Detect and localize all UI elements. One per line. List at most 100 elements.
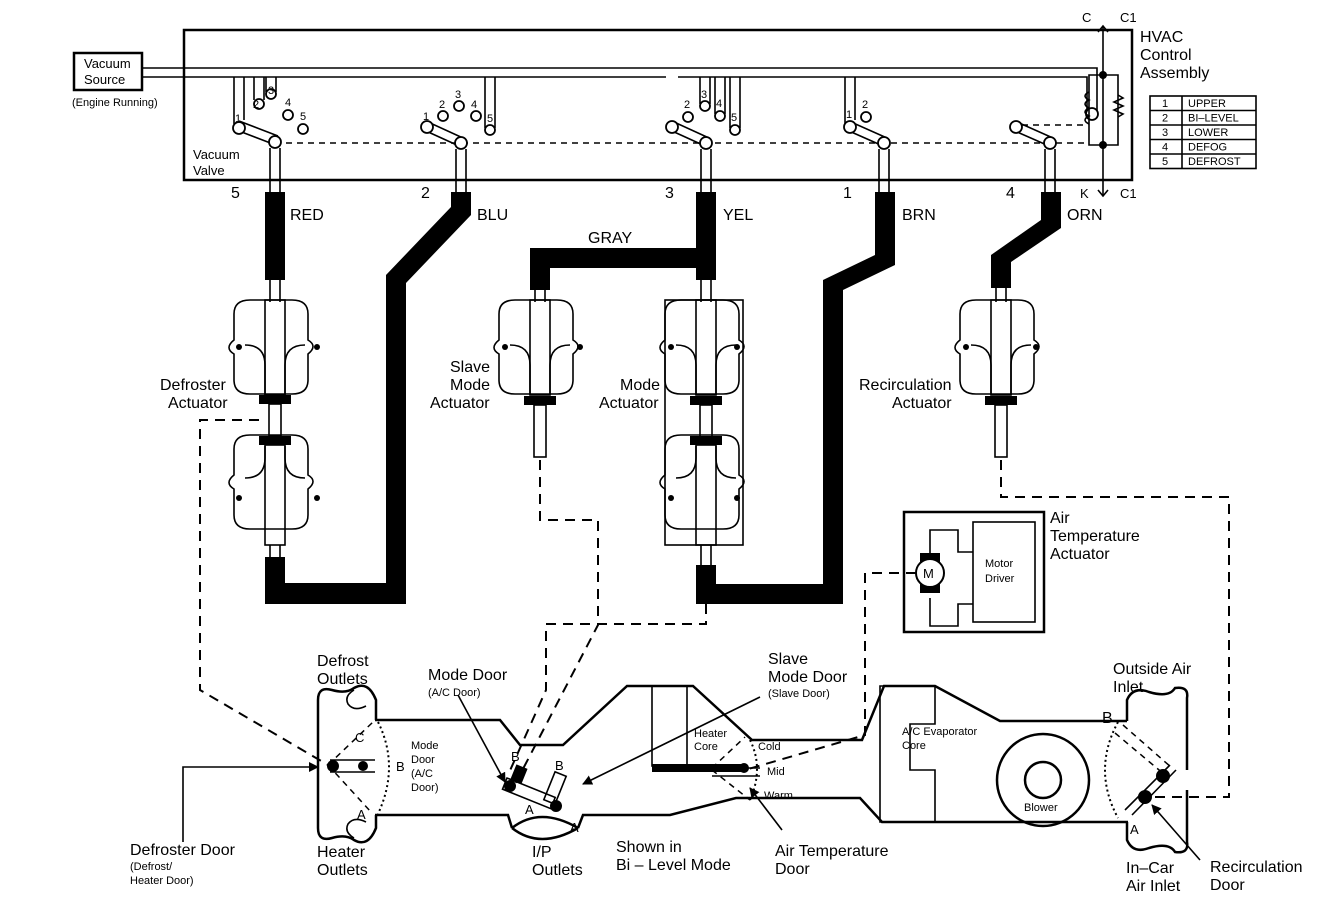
hose-label-yel: YEL xyxy=(723,207,753,224)
mode-table-mode: DEFROST xyxy=(1188,156,1241,168)
hvac-control-label: HVAC xyxy=(1140,29,1183,46)
hvac-control-box xyxy=(182,28,1134,182)
recirc-actuator-label: Recirculation xyxy=(859,377,951,394)
defroster-door-sublabel: (Defrost/ xyxy=(130,861,173,873)
shown-in-label: Shown in xyxy=(616,839,682,856)
mode-actuator-label: Mode xyxy=(620,377,660,394)
hose-label-gray: GRAY xyxy=(588,230,632,247)
temp-position-mid: Mid xyxy=(767,766,785,778)
slave-mode-door-label-2: Mode Door xyxy=(768,669,848,686)
mode-table-border xyxy=(1149,95,1257,170)
port-label-1: 1 xyxy=(846,109,852,121)
air-temp-door-label: Air Temperature xyxy=(775,843,889,860)
vacuum-valve-yel: 2 3 4 5 xyxy=(665,77,741,195)
mode-actuator-label-2: Actuator xyxy=(599,395,659,412)
heater-core-label: Heater xyxy=(694,728,727,740)
hose-label-brn: BRN xyxy=(902,207,936,224)
ip-outlets-label: I/P xyxy=(532,844,552,861)
slave-door-pos-b: B xyxy=(555,758,564,773)
defroster-door-sublabel-2: Heater Door) xyxy=(130,875,194,887)
slave-mode-door-label: Slave xyxy=(768,651,808,668)
port-label-3: 3 xyxy=(455,89,461,101)
hose-label-orn: ORN xyxy=(1067,207,1103,224)
air-duct xyxy=(316,684,1189,854)
hose-port-3: 3 xyxy=(665,185,674,202)
slave-door-pos-a: A xyxy=(570,820,579,835)
mode-table-num: 1 xyxy=(1162,98,1168,110)
motor-icon: M xyxy=(923,566,934,581)
port-label-3: 3 xyxy=(268,85,274,97)
defroster-door-label: Defroster Door xyxy=(130,842,236,859)
mode-door-inner-label-3: (A/C xyxy=(411,768,433,780)
defroster-actuator: Defroster Actuator xyxy=(160,280,320,560)
hose-port-2: 2 xyxy=(421,185,430,202)
connector-c1-top: C1 xyxy=(1120,10,1137,25)
port-label-2: 2 xyxy=(253,99,259,111)
mode-table-mode: LOWER xyxy=(1188,127,1228,139)
blower-label: Blower xyxy=(1024,802,1058,814)
mode-table-mode: DEFOG xyxy=(1188,142,1227,154)
port-label-1: 1 xyxy=(235,113,241,125)
hose-gray: GRAY xyxy=(530,230,716,290)
port-label-4: 4 xyxy=(471,99,477,111)
position-c: C xyxy=(355,730,364,745)
port-label-4: 4 xyxy=(285,97,291,109)
mode-door-inner-label-4: Door) xyxy=(411,782,439,794)
air-temp-actuator-label-2: Temperature xyxy=(1050,528,1140,545)
mode-door-sublabel: (A/C Door) xyxy=(428,687,481,699)
defrost-outlets-label-2: Outlets xyxy=(317,671,368,688)
heater-outlets-label: Heater xyxy=(317,844,366,861)
hose-brn: BRN xyxy=(696,192,936,604)
mode-door-inner-label-2: Door xyxy=(411,754,435,766)
slave-actuator-label-3: Actuator xyxy=(430,395,490,412)
mode-table-num: 4 xyxy=(1162,142,1168,154)
vacuum-valve-blu: 1 2 3 4 5 xyxy=(420,77,496,195)
recirc-pos-a: A xyxy=(1130,822,1139,837)
air-temperature-actuator: M Motor Driver Air Temperature Actuator xyxy=(902,510,1140,634)
heater-core-label-2: Core xyxy=(694,741,718,753)
vacuum-valve-label: Vacuum xyxy=(193,147,240,162)
mode-door-label: Mode Door xyxy=(428,667,508,684)
port-label-1: 1 xyxy=(423,111,429,123)
port-label-2: 2 xyxy=(684,99,690,111)
slave-mode-actuator: Slave Mode Actuator xyxy=(430,288,583,458)
defroster-door xyxy=(182,721,390,842)
mode-table-mode: BI–LEVEL xyxy=(1188,113,1239,125)
recirculation-door-label-2: Door xyxy=(1210,877,1245,894)
port-label-5: 5 xyxy=(731,112,737,124)
door-linkages xyxy=(199,419,1230,798)
hose-label-blu: BLU xyxy=(477,207,508,224)
hose-red: RED xyxy=(265,192,324,280)
slave-actuator-label: Slave xyxy=(450,359,490,376)
shown-in-label-2: Bi – Level Mode xyxy=(616,857,731,874)
defroster-actuator-label-2: Actuator xyxy=(168,395,228,412)
vacuum-source-label: Vacuum xyxy=(84,56,131,71)
evaporator-label: A/C Evaporator xyxy=(902,726,978,738)
port-label-5: 5 xyxy=(487,113,493,125)
position-b: B xyxy=(396,759,405,774)
connector-c: C xyxy=(1082,10,1091,25)
in-car-air-inlet-label: In–Car xyxy=(1126,860,1175,877)
solenoid-circuit: C C1 K C1 xyxy=(1080,10,1137,201)
air-temp-door-label-2: Door xyxy=(775,861,810,878)
port-label-2: 2 xyxy=(439,99,445,111)
hose-label-red: RED xyxy=(290,207,324,224)
evaporator-label-2: Core xyxy=(902,740,926,752)
motor-driver-label: Motor xyxy=(985,558,1013,570)
hose-orn: ORN xyxy=(991,192,1103,288)
position-a: A xyxy=(357,807,366,822)
vacuum-source: Vacuum Source (Engine Running) xyxy=(72,51,158,109)
vacuum-valve-orn xyxy=(1009,120,1085,195)
engine-running-note: (Engine Running) xyxy=(72,97,158,109)
hose-port-5: 5 xyxy=(231,185,240,202)
hose-blu: BLU xyxy=(265,192,508,604)
ip-outlets-label-2: Outlets xyxy=(532,862,583,879)
hose-port-1: 1 xyxy=(843,185,852,202)
mode-table-mode: UPPER xyxy=(1188,98,1226,110)
mode-door-pos-b: B xyxy=(511,749,520,764)
recirc-actuator-label-2: Actuator xyxy=(892,395,952,412)
mode-table-num: 2 xyxy=(1162,113,1168,125)
temp-position-cold: Cold xyxy=(758,741,781,753)
